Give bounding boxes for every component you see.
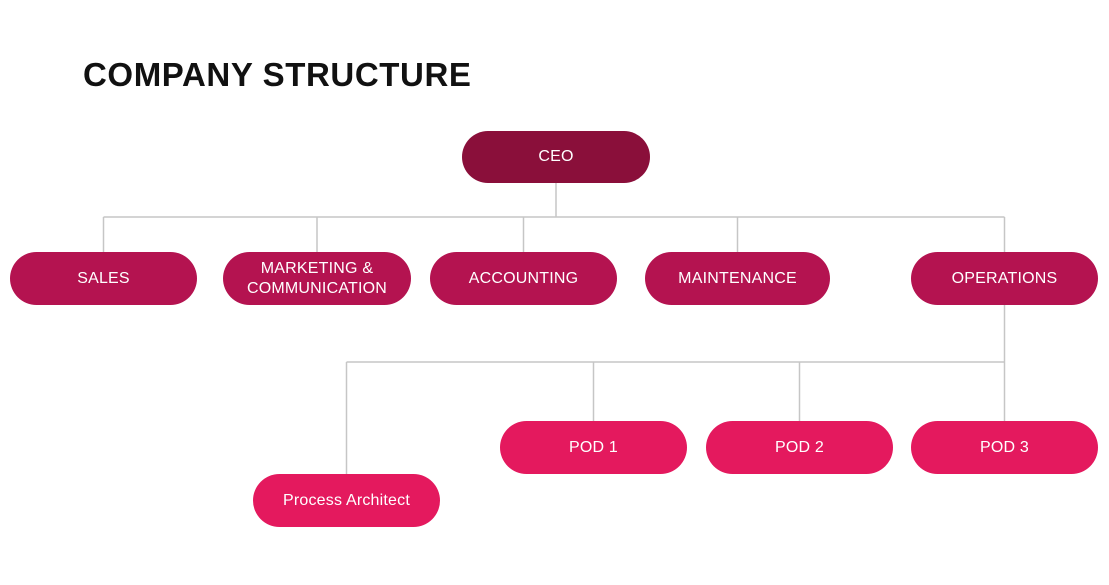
org-node-label: POD 1 bbox=[568, 438, 618, 456]
org-node-label: MARKETING & COMMUNICATION bbox=[246, 259, 388, 297]
org-node-label: Process Architect bbox=[282, 491, 410, 509]
org-node-accounting: ACCOUNTING bbox=[430, 252, 617, 305]
org-node-sales: SALES bbox=[10, 252, 197, 305]
org-node-label: SALES bbox=[77, 269, 130, 287]
org-node-ceo: CEO bbox=[462, 131, 650, 183]
org-node-label: ACCOUNTING bbox=[468, 269, 579, 287]
org-node-label: MAINTENANCE bbox=[678, 269, 797, 287]
org-node-pod-3: POD 3 bbox=[911, 421, 1098, 474]
org-node-label: OPERATIONS bbox=[951, 269, 1058, 287]
org-node-marketing-communication: MARKETING & COMMUNICATION bbox=[223, 252, 411, 305]
org-node-operations: OPERATIONS bbox=[911, 252, 1098, 305]
org-node-label: CEO bbox=[538, 148, 574, 166]
org-node-process-architect: Process Architect bbox=[253, 474, 440, 527]
page-title: COMPANY STRUCTURE bbox=[83, 56, 472, 93]
org-node-maintenance: MAINTENANCE bbox=[645, 252, 830, 305]
org-node-label: POD 2 bbox=[774, 438, 824, 456]
org-node-label: POD 3 bbox=[979, 438, 1029, 456]
org-node-pod-1: POD 1 bbox=[500, 421, 687, 474]
org-node-pod-2: POD 2 bbox=[706, 421, 893, 474]
